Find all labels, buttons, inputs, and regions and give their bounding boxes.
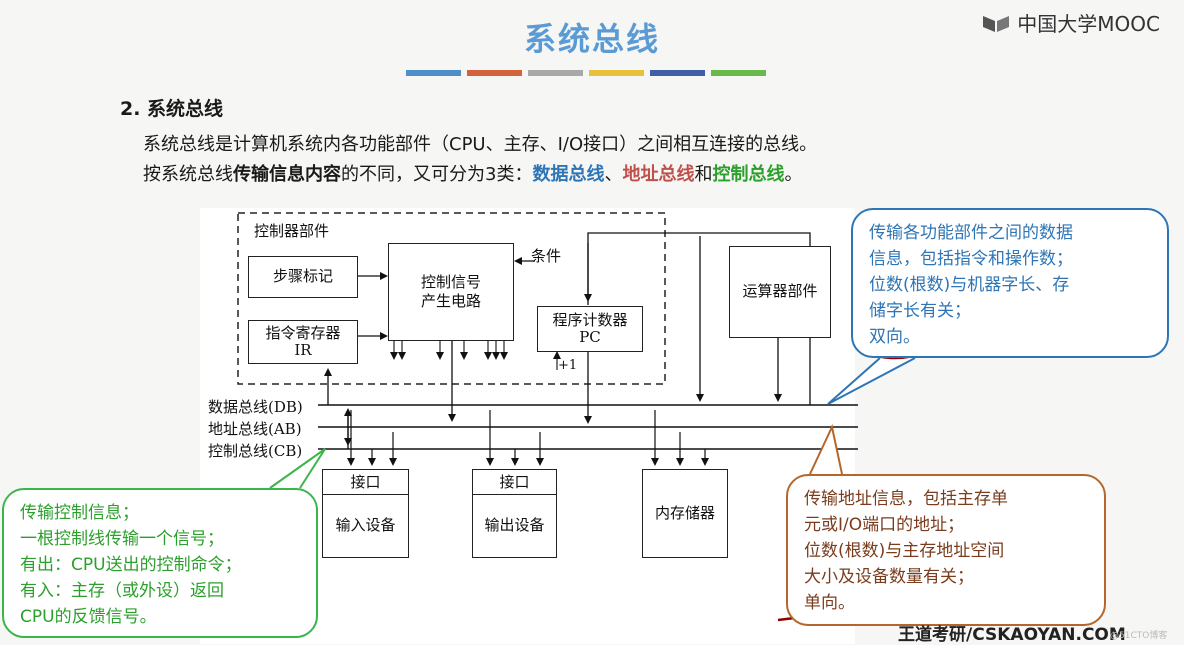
address-callout-line: 单向。 <box>804 593 855 613</box>
control-bus-callout: 传输控制信息； 一根控制线传输一个信号； 有出：CPU送出的控制命令； 有入：主… <box>2 488 318 638</box>
control-bus-label: 控制总线(CB) <box>208 442 303 460</box>
logo-text: 中国大学MOOC <box>1017 12 1160 36</box>
address-bus-term: 地址总线 <box>622 164 695 185</box>
para2-sep2: 和 <box>694 164 713 185</box>
output-device-text: 输出设备 <box>484 516 545 535</box>
address-bus-callout: 传输地址信息，包括主存单 元或I/O端口的地址； 位数(根数)与主存地址空间 大… <box>786 474 1106 626</box>
control-callout-pointer <box>269 448 326 489</box>
control-callout-line: 传输控制信息； <box>20 503 139 523</box>
title-bar-segment <box>711 70 766 76</box>
pc-line2: PC <box>579 328 601 346</box>
address-callout-line: 位数(根数)与主存地址空间 <box>804 541 1005 561</box>
input-interface-text: 接口 <box>350 472 381 491</box>
data-bus-term: 数据总线 <box>532 164 605 185</box>
control-callout-line: 有出：CPU送出的控制命令； <box>20 555 242 575</box>
step-marker-box: 步骤标记 <box>248 256 358 298</box>
controller-boundary <box>237 212 666 385</box>
para2-bold-term: 传输信息内容 <box>233 164 341 185</box>
address-callout-line: 传输地址信息，包括主存单 <box>804 489 1008 509</box>
program-counter-box: 程序计数器 PC <box>537 306 643 352</box>
main-memory-box: 内存储器 <box>642 469 728 558</box>
condition-label: 条件 <box>531 247 562 265</box>
control-bus-term: 控制总线 <box>712 164 785 185</box>
step-marker-text: 步骤标记 <box>272 267 333 286</box>
data-callout-line: 双向。 <box>869 327 920 347</box>
input-interface-box: 接口 <box>322 469 409 496</box>
address-callout-line: 元或I/O端口的地址； <box>804 515 965 535</box>
plus-one-label: +1 <box>558 358 578 373</box>
ir-line1: 指令寄存器 <box>265 323 341 342</box>
title-bar-segment <box>528 70 583 76</box>
para2-sep1: 、 <box>604 164 623 185</box>
main-memory-text: 内存储器 <box>654 503 715 522</box>
control-signal-circuit-box: 控制信号 产生电路 <box>388 243 514 341</box>
controller-label: 控制器部件 <box>254 222 330 240</box>
ctrl-signal-line1: 控制信号 <box>420 272 481 291</box>
control-callout-line: 一根控制线传输一个信号； <box>20 529 224 549</box>
output-interface-box: 接口 <box>472 469 557 496</box>
title-bar-segment <box>467 70 522 76</box>
data-callout-line: 传输各功能部件之间的数据 <box>869 223 1073 243</box>
data-callout-line: 储字长有关； <box>869 301 971 321</box>
data-bus-callout: 传输各功能部件之间的数据 信息，包括指令和操作数； 位数(根数)与机器字长、存 … <box>851 208 1169 358</box>
pc-line1: 程序计数器 <box>552 310 628 329</box>
title-bar-segment <box>406 70 461 76</box>
address-callout-line: 大小及设备数量有关； <box>804 567 974 587</box>
ctrl-signal-line2: 产生电路 <box>420 292 481 310</box>
title-bar-segment <box>589 70 644 76</box>
watermark: @51CTO博客 <box>1110 631 1168 641</box>
para2-mid: 的不同，又可分为3类： <box>341 164 533 185</box>
slide-title: 系统总线 <box>523 20 660 58</box>
output-interface-text: 接口 <box>499 472 530 491</box>
mooc-logo-icon <box>983 15 1010 32</box>
title-bar-segment <box>650 70 705 76</box>
data-callout-line: 信息，包括指令和操作数； <box>869 249 1073 269</box>
address-callout-pointer <box>809 423 843 475</box>
data-callout-line: 位数(根数)与机器字长、存 <box>869 275 1070 295</box>
footer-brand: 王道考研/CSKAOYAN.COM <box>898 625 1126 645</box>
address-bus-label: 地址总线(AB) <box>208 420 302 438</box>
output-device-box: 输出设备 <box>472 494 557 558</box>
control-callout-line: 有入：主存（或外设）返回 <box>20 581 224 601</box>
instruction-register-box: 指令寄存器 IR <box>248 320 358 364</box>
para2-end: 。 <box>784 164 803 185</box>
control-callout-line: CPU的反馈信号。 <box>20 607 157 627</box>
alu-text: 运算器部件 <box>742 282 818 301</box>
para2-prefix: 按系统总线 <box>143 164 233 185</box>
input-device-box: 输入设备 <box>322 494 409 558</box>
input-device-text: 输入设备 <box>335 516 396 535</box>
classification-paragraph: 按系统总线传输信息内容的不同，又可分为3类：数据总线、地址总线和控制总线。 <box>143 160 802 186</box>
definition-paragraph: 系统总线是计算机系统内各功能部件（CPU、主存、I/O接口）之间相互连接的总线。 <box>143 134 818 155</box>
data-callout-pointer <box>827 357 916 405</box>
alu-box: 运算器部件 <box>729 246 831 338</box>
data-bus-label: 数据总线(DB) <box>208 398 303 416</box>
mooc-logo: 中国大学MOOC <box>981 8 1160 37</box>
section-heading: 2. 系统总线 <box>120 98 224 120</box>
ir-line2: IR <box>294 341 312 359</box>
